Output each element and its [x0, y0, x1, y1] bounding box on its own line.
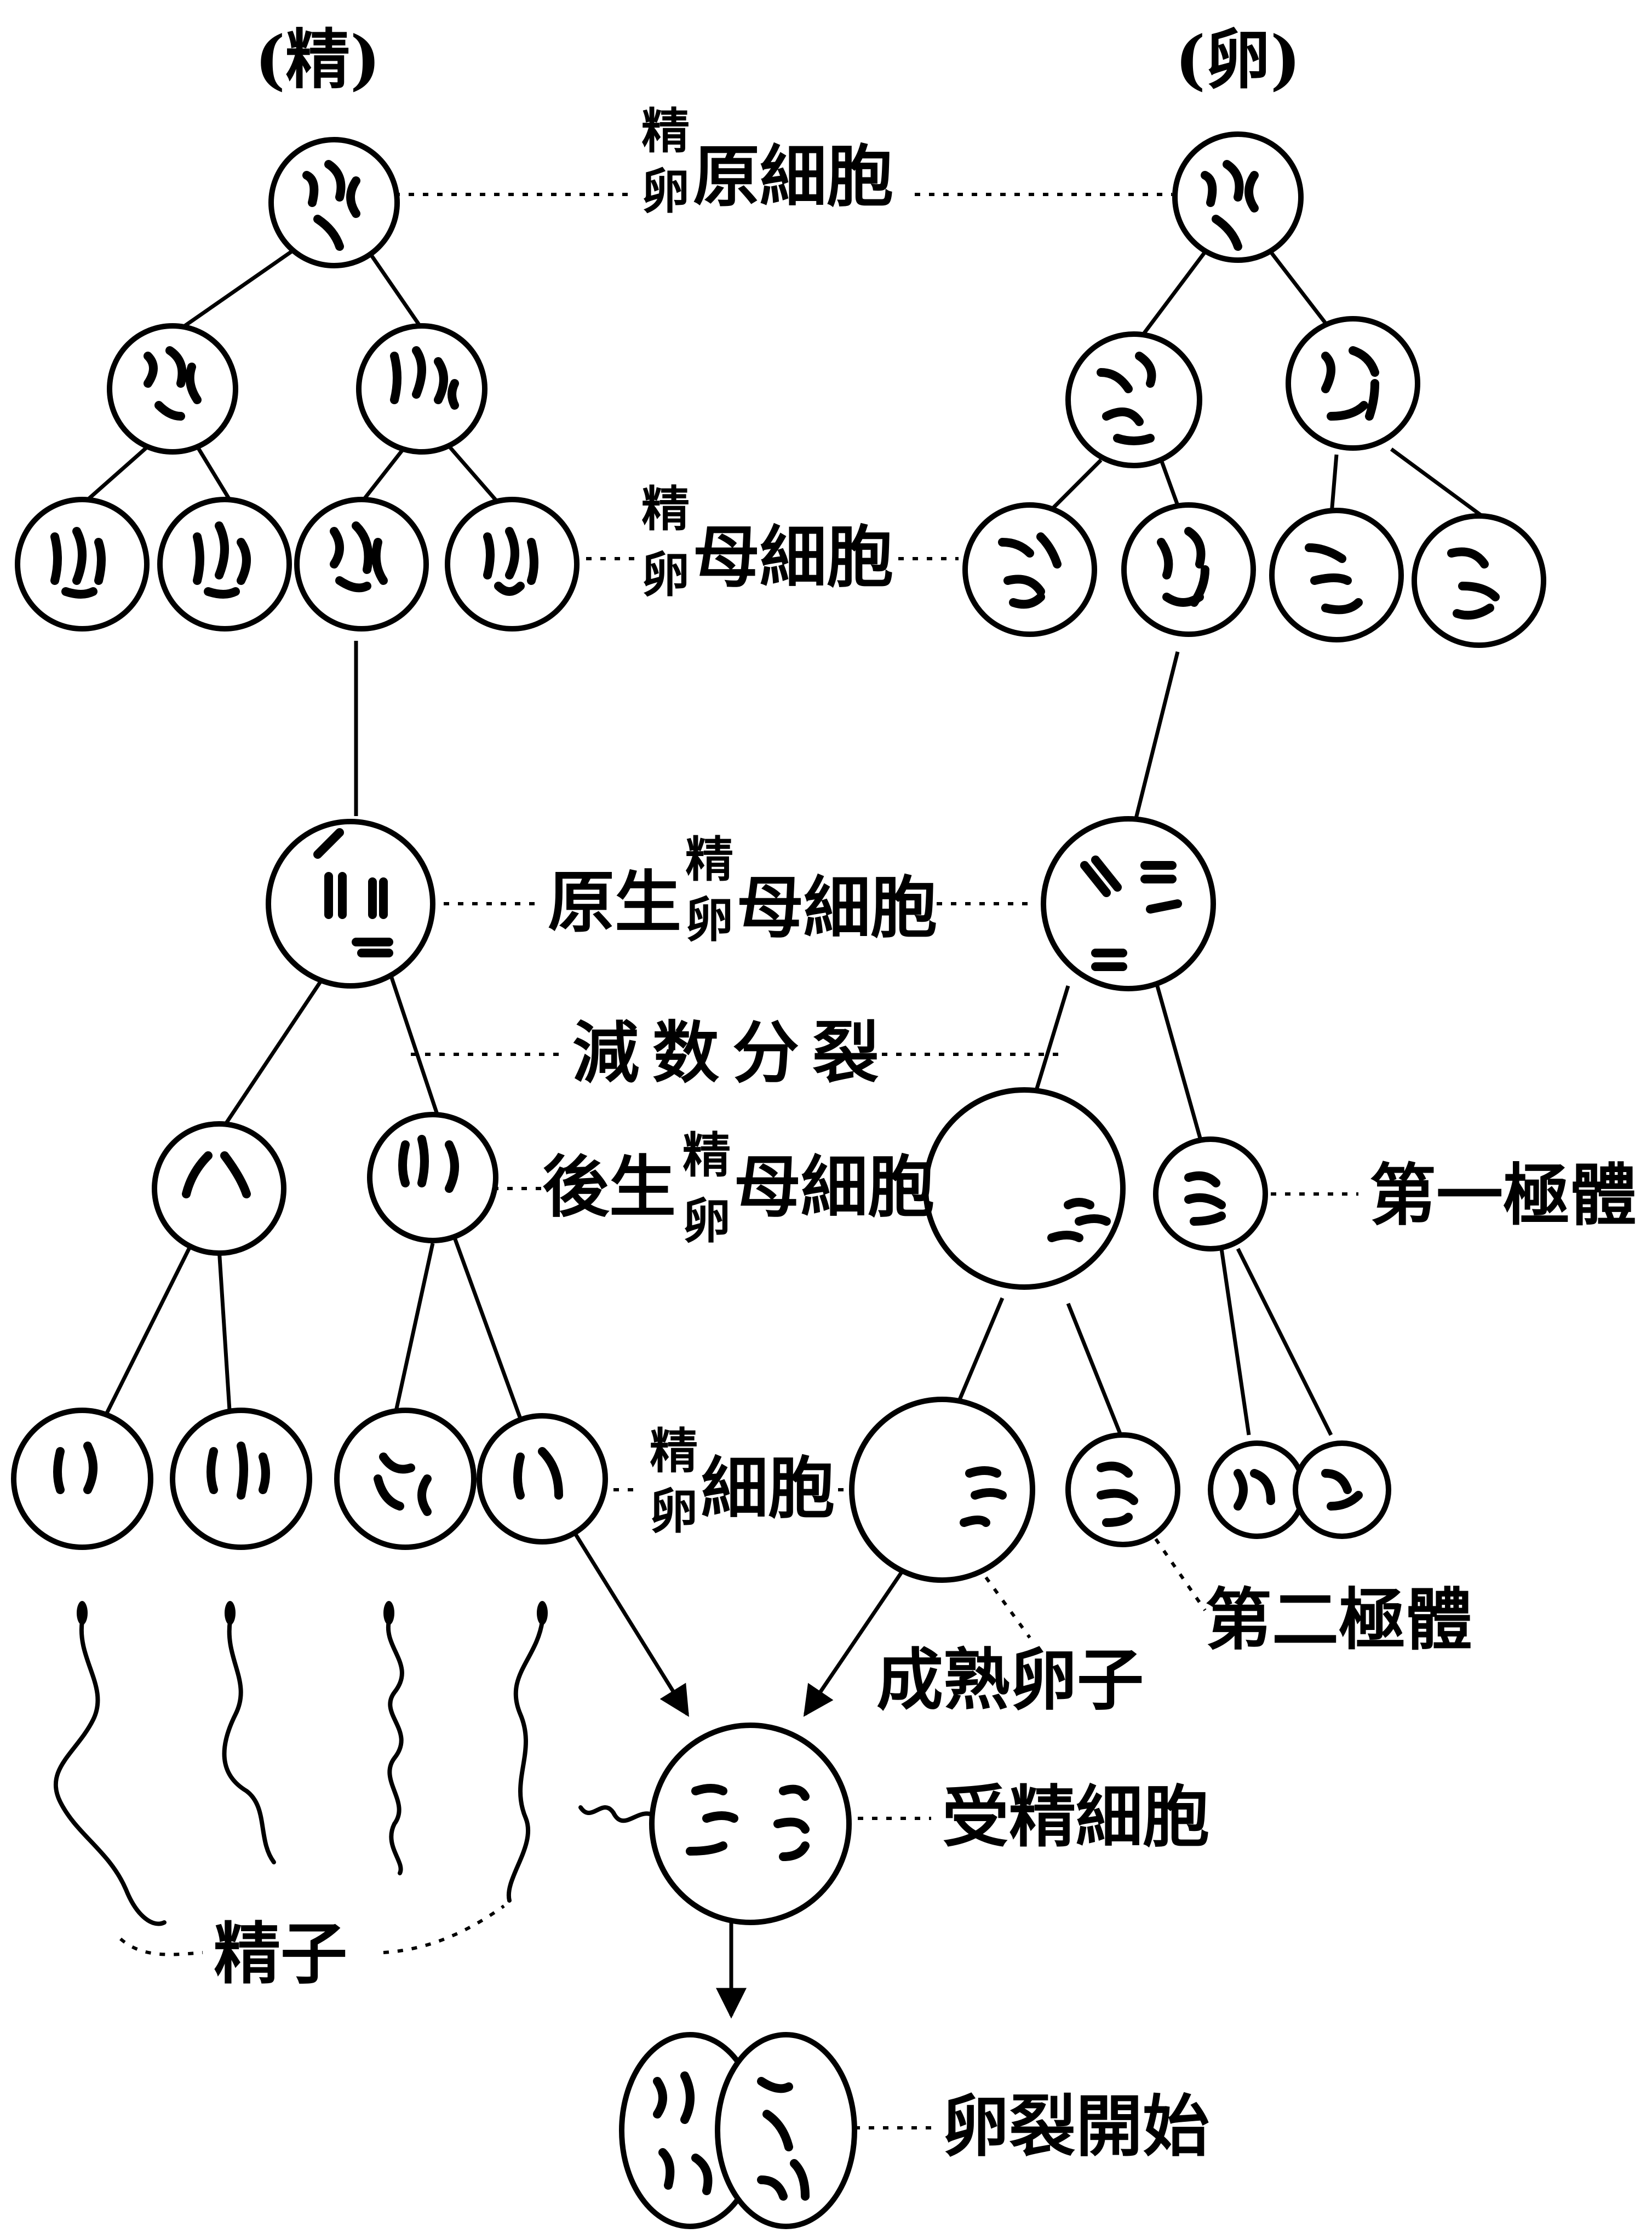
spermatid	[334, 1408, 477, 1550]
sperm-cells	[53, 1601, 659, 1926]
spermatocyte-mother-cell	[157, 497, 292, 631]
oocyte-mother-cell	[1121, 502, 1256, 637]
primary-oocyte	[1041, 816, 1216, 991]
label-primordial-lower: 卵	[641, 163, 690, 220]
label-mother-upper: 精	[641, 480, 690, 537]
fertilized-egg	[649, 1723, 852, 1925]
spermatid	[170, 1408, 312, 1550]
spermatocyte-mother-cell	[445, 497, 580, 631]
oogonium-daughter	[1065, 331, 1202, 468]
spermatocyte-mother-cell	[15, 497, 150, 631]
label-mother-cell: 精 卵 母細胞	[641, 480, 893, 603]
label-primary-upper: 精	[685, 831, 733, 888]
spermatogonium-daughter	[356, 323, 487, 455]
oogonium-daughter	[1286, 316, 1420, 451]
label-primordial-main: 原細胞	[693, 137, 893, 216]
label-tid-cell: 精 卵 細胞	[650, 1422, 835, 1540]
polar-body-daughter	[1208, 1440, 1306, 1539]
label-tid-lower: 卵	[650, 1483, 698, 1540]
secondary-spermatocyte	[152, 1121, 286, 1256]
label-secondary-upper: 精	[682, 1127, 731, 1184]
label-primary-main: 母細胞	[737, 868, 937, 947]
label-tid-main: 細胞	[701, 1449, 835, 1528]
label-sperm: 精子	[214, 1914, 347, 1993]
mature-ootid	[849, 1397, 1035, 1583]
spermatid	[11, 1408, 153, 1550]
second-polar-body	[1065, 1432, 1180, 1547]
label-primordial-cell: 精 卵 原細胞	[641, 102, 893, 220]
label-secondary-mother-cell: 後生 精 卵 母細胞	[542, 1127, 934, 1249]
leader-lines	[119, 193, 1358, 2129]
oocyte-mother-cell	[1269, 508, 1404, 642]
oocyte-mother-cell	[962, 502, 1097, 637]
primary-spermatocyte	[266, 819, 435, 989]
egg-column-header: (卵)	[1175, 21, 1301, 97]
spermatogonium	[268, 137, 400, 268]
two-cell-embryo	[619, 2032, 857, 2229]
fertilization-arrows	[573, 1532, 911, 2019]
label-secondary-prefix: 後生	[542, 1147, 676, 1226]
label-tid-upper: 精	[650, 1422, 698, 1479]
label-secondary-lower: 卵	[682, 1192, 731, 1249]
label-mother-main: 母細胞	[693, 518, 893, 596]
label-mother-lower: 卵	[641, 546, 690, 603]
label-cleavage-start: 卵裂開始	[942, 2087, 1209, 2166]
label-primary-lower: 卵	[685, 891, 733, 948]
oocyte-mother-cell	[1412, 513, 1546, 648]
label-mature-egg: 成熟卵子	[876, 1640, 1144, 1719]
sperm-column-header: (精)	[255, 21, 381, 97]
first-polar-body	[1153, 1136, 1268, 1251]
spermatid	[477, 1413, 608, 1545]
secondary-oocyte	[923, 1087, 1126, 1290]
spermatocyte-mother-cell	[294, 497, 429, 631]
label-first-polar-body: 第一極體	[1369, 1156, 1637, 1235]
spermatogonium-daughter	[107, 323, 238, 455]
oogonium	[1172, 131, 1304, 263]
sperm-lineage-edges	[75, 239, 523, 1420]
egg-lineage-edges	[956, 250, 1497, 1442]
label-primary-prefix: 原生	[548, 863, 681, 941]
label-primordial-upper: 精	[641, 102, 690, 159]
polar-body-daughter	[1293, 1440, 1391, 1539]
label-primary-mother-cell: 原生 精 卵 母細胞	[548, 831, 937, 948]
label-secondary-main: 母細胞	[734, 1147, 934, 1226]
secondary-spermatocyte	[367, 1112, 498, 1243]
label-fertilized-cell: 受精細胞	[942, 1777, 1209, 1856]
label-second-polar-body: 第二極體	[1205, 1580, 1472, 1659]
label-meiosis: 減数分裂	[572, 1013, 892, 1092]
